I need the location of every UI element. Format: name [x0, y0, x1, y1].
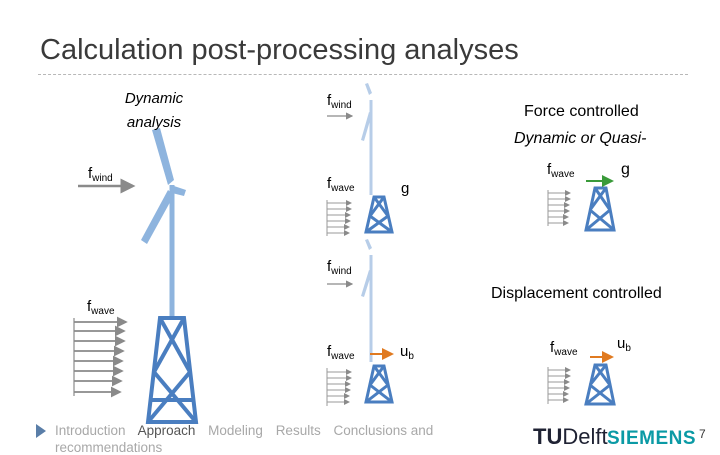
nav-results[interactable]: Results: [275, 423, 321, 438]
f-wind-label-upper: fwind: [327, 92, 352, 111]
title-divider: [38, 74, 688, 75]
small-jacket-lower: [364, 364, 394, 404]
wave-arrows-force: [548, 190, 571, 226]
nav-approach[interactable]: Approach: [137, 423, 196, 438]
footer-triangle-icon: [36, 424, 46, 438]
wave-arrows-upper: [327, 200, 352, 236]
nav-introduction[interactable]: Introduction: [55, 423, 126, 438]
page-number: 7: [699, 427, 706, 441]
blade-upper: [152, 128, 174, 185]
f-wave-label-large: fwave: [87, 298, 115, 317]
tudelft-logo: TUDelft: [533, 424, 608, 449]
footer-nav: Introduction Approach Modeling Results C…: [55, 423, 442, 438]
u-b-label-displacement: ub: [617, 335, 631, 354]
nav-conclusions[interactable]: Conclusions and: [333, 423, 434, 438]
displacement-controlled-heading: Displacement controlled: [491, 285, 662, 302]
blade-lower: [141, 190, 174, 244]
force-controlled-heading: Force controlled: [524, 103, 639, 120]
dynamic-analysis-label: Dynamic analysis: [124, 90, 184, 131]
jacket-displacement-controlled: [584, 363, 616, 406]
jacket-force-controlled: [584, 186, 616, 232]
page-title: Calculation post-processing analyses: [40, 34, 519, 66]
nav-modeling[interactable]: Modeling: [208, 423, 263, 438]
small-turbine-lower: [361, 239, 373, 362]
wave-arrows-large: [74, 316, 128, 398]
f-wind-label-lower: fwind: [327, 258, 352, 277]
small-jacket-upper: [364, 195, 394, 234]
f-wave-label-upper: fwave: [327, 175, 355, 194]
f-wave-label-displacement: fwave: [550, 339, 578, 358]
u-b-label-middle: ub: [400, 343, 414, 362]
wave-arrows-lower: [327, 369, 352, 405]
force-controlled-subheading: Dynamic or Quasi-: [514, 130, 647, 147]
large-turbine: [141, 128, 199, 424]
nav-recommendations[interactable]: recommendations: [55, 440, 163, 455]
wave-arrows-displacement: [548, 367, 571, 403]
f-wave-label-lower: fwave: [327, 343, 355, 362]
large-jacket: [145, 316, 199, 424]
f-wind-label-large: fwind: [88, 165, 113, 184]
g-label-force: g: [621, 161, 630, 178]
g-label-middle: g: [401, 180, 410, 197]
small-turbine-upper: [361, 83, 373, 195]
siemens-logo: SIEMENS: [607, 428, 697, 449]
f-wave-label-force: fwave: [547, 161, 575, 180]
